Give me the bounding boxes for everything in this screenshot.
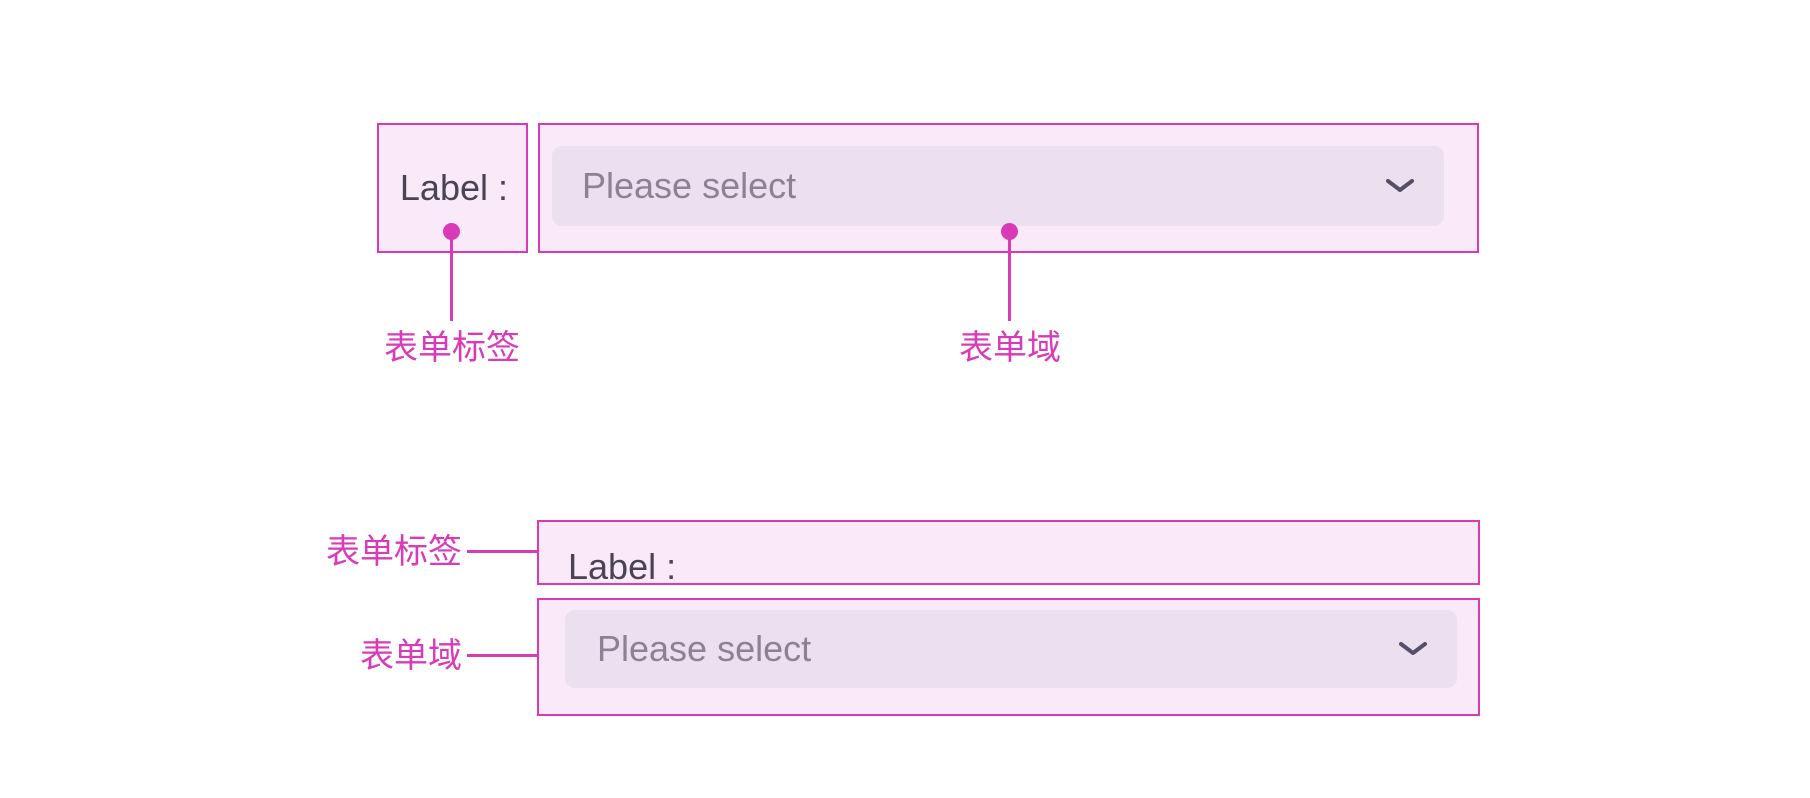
select-placeholder: Please select (582, 165, 797, 206)
annotation-form-field: 表单域 (360, 637, 462, 675)
callout-dot (443, 223, 460, 240)
callout-line (467, 550, 551, 553)
select-control[interactable]: Please select (552, 146, 1444, 226)
form-label-text: Label : (399, 167, 508, 208)
select-control[interactable]: Please select (565, 610, 1457, 688)
annotation-form-field: 表单域 (959, 329, 1061, 367)
callout-dot (1001, 223, 1018, 240)
form-label-text: Label : (568, 546, 677, 587)
vertical-form-field-box: Please select (537, 598, 1480, 716)
chevron-down-icon (1386, 179, 1414, 192)
callout-line (450, 232, 453, 321)
chevron-down-icon (1399, 642, 1427, 655)
callout-line (467, 654, 551, 657)
annotation-form-label: 表单标签 (384, 329, 520, 367)
select-placeholder: Please select (597, 628, 812, 669)
callout-line (1008, 232, 1011, 321)
annotation-form-label: 表单标签 (326, 533, 462, 571)
vertical-form-label-box: Label : (537, 520, 1480, 585)
